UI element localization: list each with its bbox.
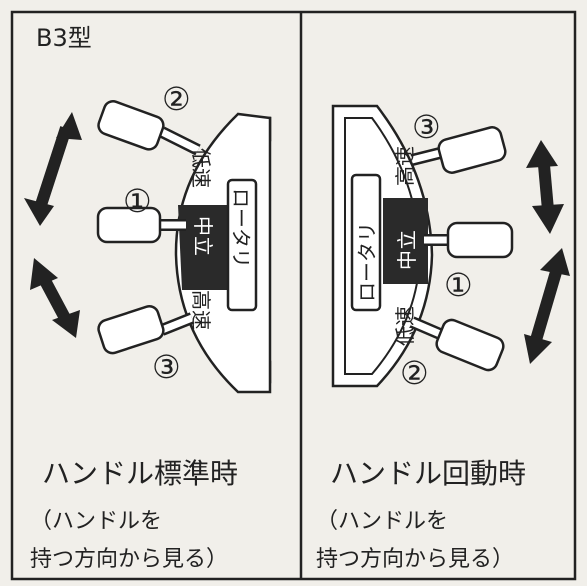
left-position-1: ①	[123, 182, 152, 220]
right-label-rotary: ロータリ	[355, 222, 379, 302]
left-handle-2	[97, 100, 201, 156]
left-label-rotary: ロータリ	[229, 188, 253, 268]
right-label-neutral: 中立	[395, 230, 419, 270]
right-handle-2	[409, 316, 505, 372]
left-neutral-band	[178, 205, 228, 290]
left-label-low: 低速	[189, 148, 213, 188]
right-position-2: ②	[400, 354, 429, 392]
right-handle-1	[424, 221, 514, 259]
left-handle-3	[97, 305, 195, 355]
left-label-neutral: 中立	[191, 216, 215, 256]
right-position-3: ③	[412, 108, 441, 146]
outer-frame	[10, 10, 577, 581]
left-diagram: ② ① ③ 低速 中立 高速 ロータリ	[24, 80, 272, 394]
left-position-2: ②	[162, 80, 191, 118]
right-arrow-upper	[526, 140, 564, 234]
right-neutral-band	[383, 198, 428, 284]
right-handle-3	[410, 126, 507, 174]
right-label-low: 低速	[393, 306, 417, 346]
left-note-line2: 持つ方向から見る）	[30, 547, 229, 572]
right-rotary-box	[350, 173, 382, 312]
left-caption: ハンドル標準時	[42, 457, 239, 490]
right-diagram: ③ ① ② 高速 中立 低速 ロータリ	[331, 104, 570, 392]
right-position-1: ①	[444, 266, 473, 304]
model-title: B3型	[36, 24, 92, 52]
left-arrow-upper	[24, 112, 82, 226]
left-position-3: ③	[152, 348, 181, 386]
left-arrow-lower	[30, 258, 80, 338]
right-label-high: 高速	[393, 146, 417, 186]
left-note-line1: （ハンドルを	[30, 509, 163, 534]
left-rotary-box	[226, 178, 258, 312]
left-label-high: 高速	[189, 290, 213, 330]
right-note-line2: 持つ方向から見る）	[316, 547, 515, 572]
left-handle-1	[96, 206, 186, 244]
right-caption: ハンドル回動時	[330, 457, 527, 490]
right-arrow-lower	[524, 248, 570, 364]
right-note-line1: （ハンドルを	[316, 509, 449, 534]
